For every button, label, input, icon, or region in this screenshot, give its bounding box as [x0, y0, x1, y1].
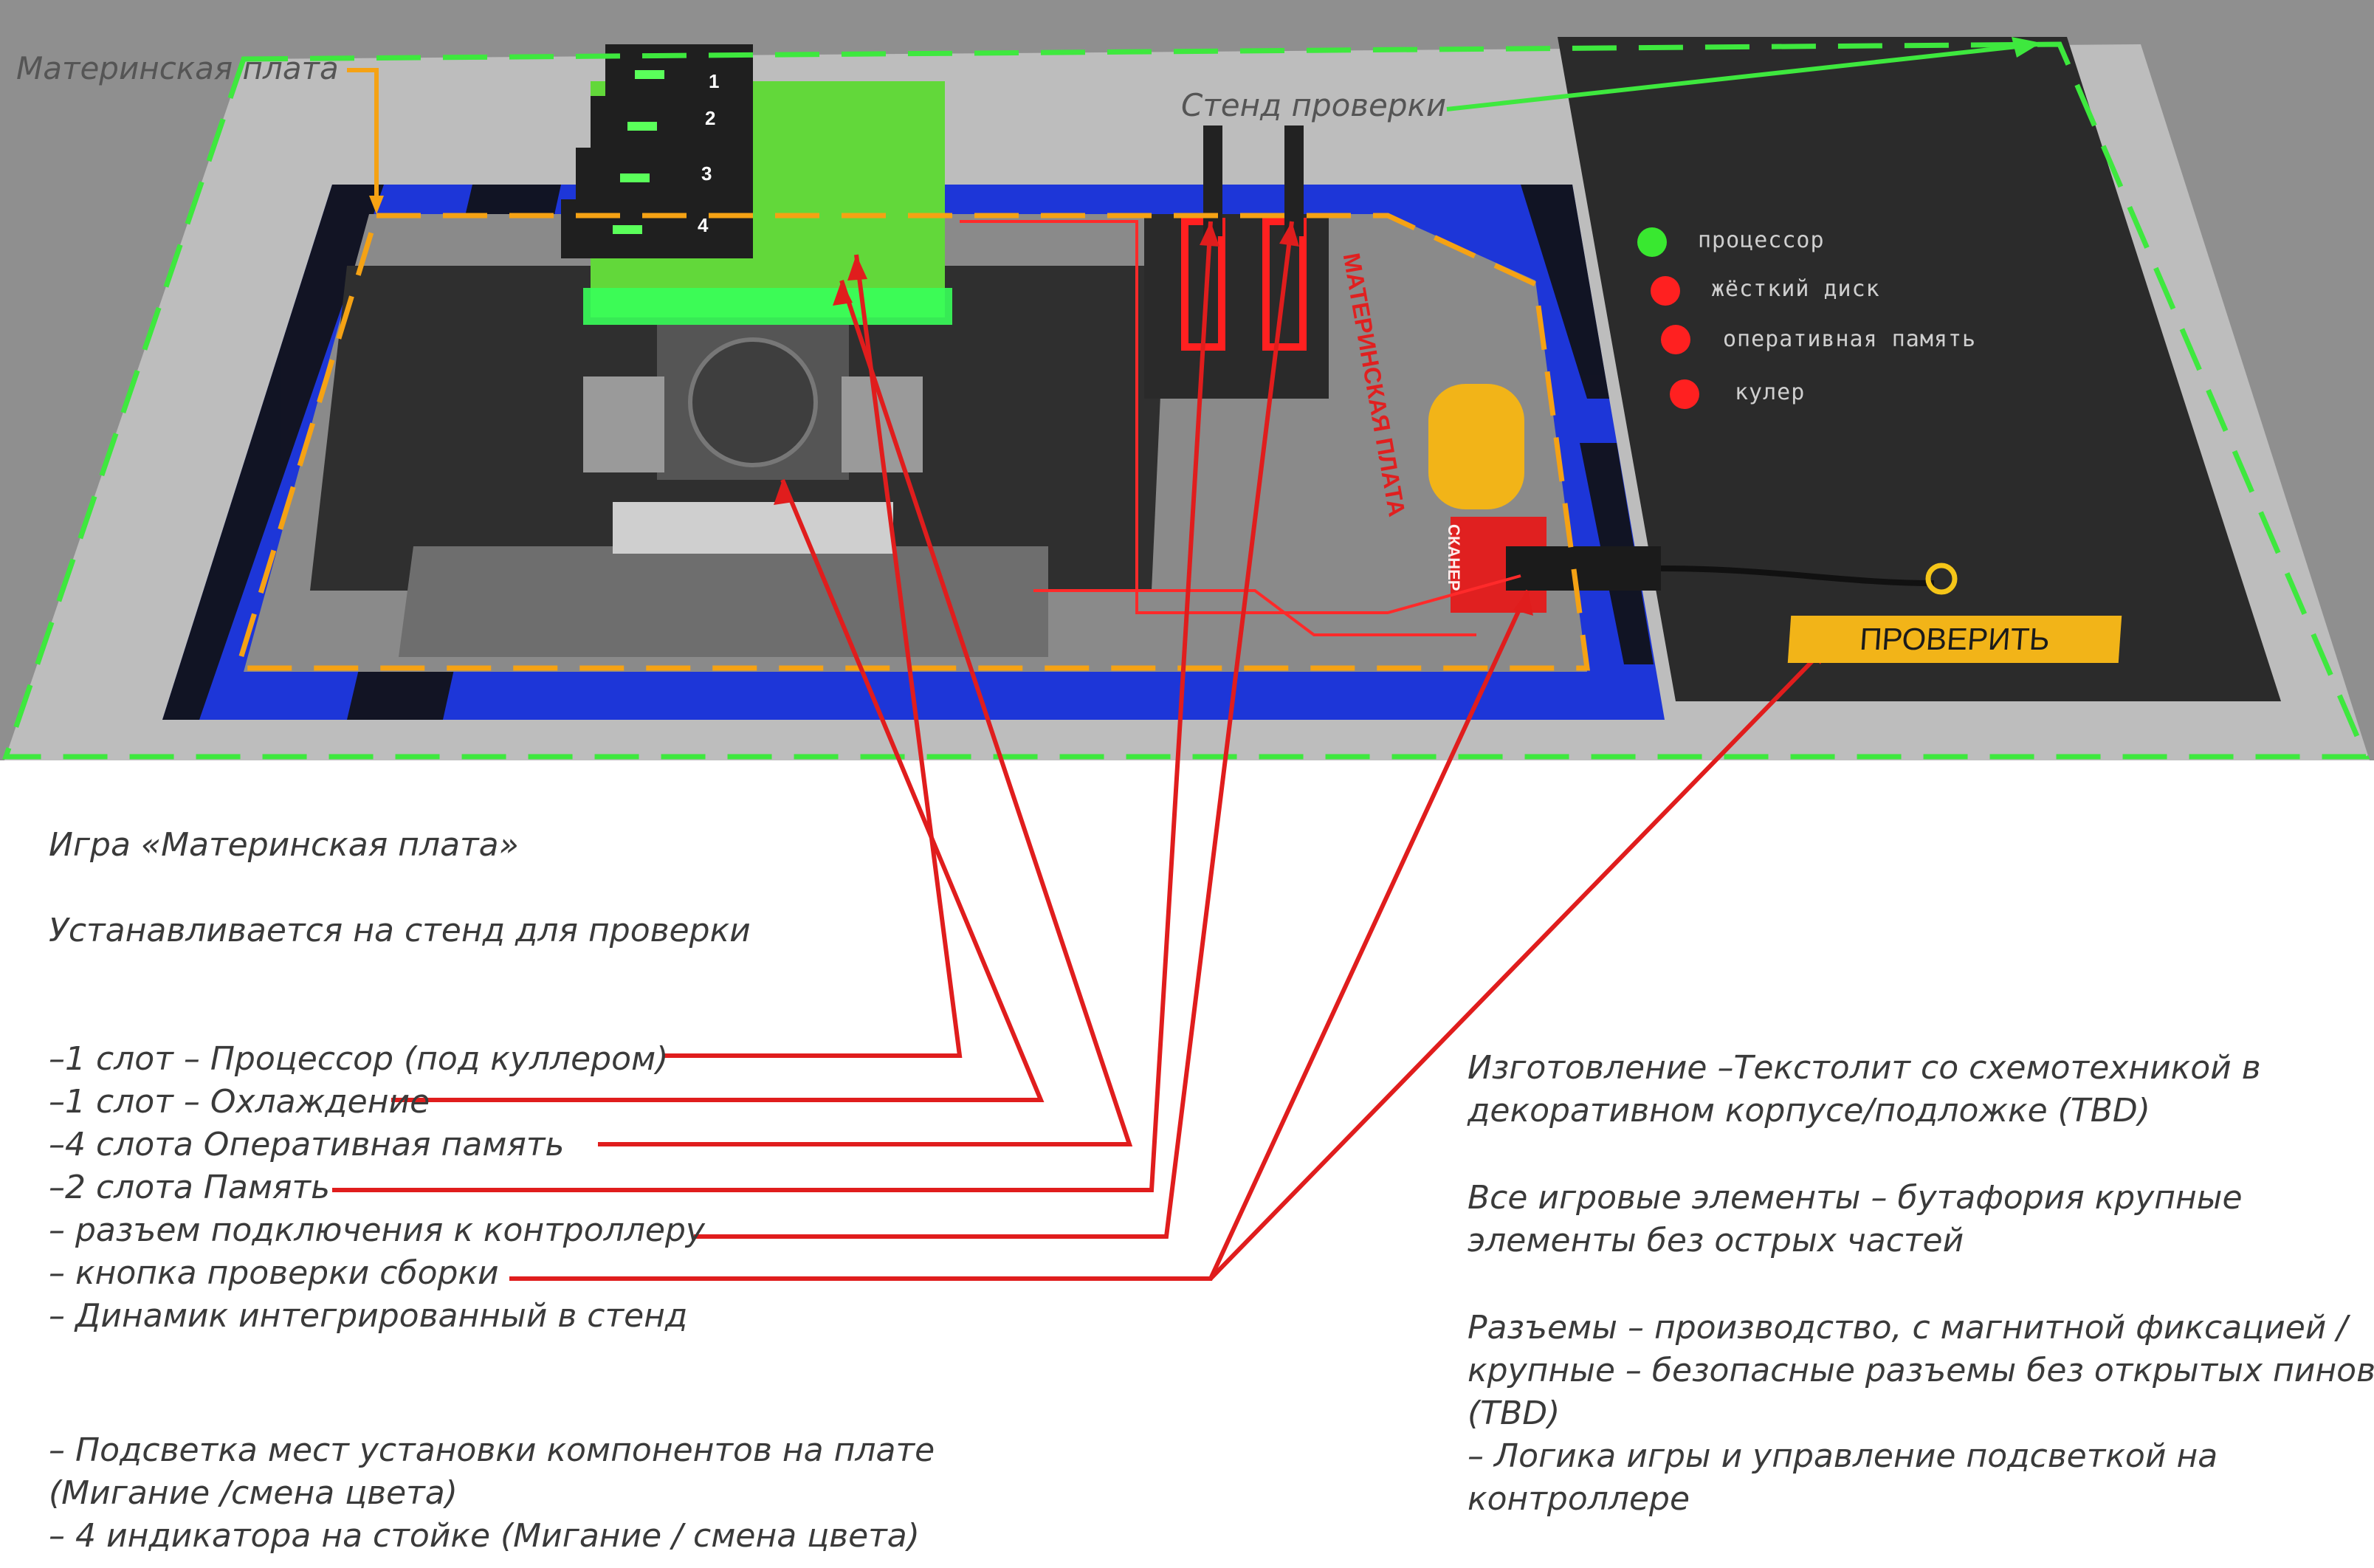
- indicator-label-hdd: жёсткий диск: [1711, 276, 1880, 302]
- note-line: элементы без острых частей: [1468, 1222, 1964, 1259]
- note-line: Все игровые элементы – бутафория крупные: [1468, 1179, 2243, 1217]
- note-line: (TBD): [1468, 1395, 1561, 1432]
- indicator-label-ram: оперативная память: [1723, 326, 1977, 352]
- controller-connector[interactable]: [1506, 546, 1661, 591]
- note-line: Разъемы – производство, с магнитной фикс…: [1468, 1309, 2348, 1347]
- feature-item: – кнопка проверки сборки: [49, 1254, 499, 1292]
- note-line: Изготовление –Текстолит со схемотехникой…: [1468, 1049, 2261, 1087]
- speaker-pad: [1428, 384, 1524, 509]
- note-line: контроллере: [1468, 1480, 1690, 1518]
- stand-outline: [2, 41, 2370, 760]
- test-stand-label: Стенд проверки: [1181, 87, 1447, 123]
- indicator-led-hdd: [1651, 276, 1680, 306]
- lighting-item: – 4 индикатора на стойке (Мигание / смен…: [49, 1517, 920, 1555]
- feature-item: – разъем подключения к контроллеру: [49, 1211, 705, 1249]
- check-assembly-button[interactable]: ПРОВЕРИТЬ: [1787, 616, 2122, 663]
- lighting-item: (Мигание /смена цвета): [49, 1474, 458, 1512]
- feature-item: –2 слота Память: [49, 1169, 331, 1206]
- indicator-label-cpu: процессор: [1698, 227, 1825, 253]
- stand-leader: [1446, 42, 2038, 111]
- indicator-label-cooler: кулер: [1735, 379, 1806, 405]
- slot-number-4: 4: [698, 214, 709, 236]
- slot-number-3: 3: [701, 162, 712, 185]
- motherboard-label: Материнская плата: [16, 50, 339, 86]
- pointer-lines: [332, 221, 1833, 1281]
- indicator-led-ram: [1661, 325, 1690, 354]
- note-line: декоративном корпусе/подложке (TBD): [1468, 1092, 2150, 1129]
- description-title: Игра «Материнская плата»: [49, 826, 519, 864]
- indicator-led-cooler: [1670, 379, 1699, 409]
- slot-number-2: 2: [705, 107, 716, 129]
- lighting-item: – Подсветка мест установки компонентов н…: [49, 1431, 935, 1469]
- indicator-led-cpu: [1637, 227, 1667, 257]
- control-panel: [1558, 37, 2281, 701]
- motherboard-leader: [347, 68, 379, 199]
- slot-number-1: 1: [709, 70, 720, 92]
- cpu-clamp: [613, 502, 893, 554]
- motherboard-outline: [234, 213, 1591, 671]
- feature-item: –1 слот – Охлаждение: [49, 1083, 430, 1121]
- heatsink-left: [583, 376, 664, 472]
- scanner-label: СКАНЕР: [1445, 524, 1463, 591]
- note-line: крупные – безопасные разъемы без открыты…: [1468, 1352, 2374, 1389]
- feature-item: –4 слота Оперативная память: [49, 1126, 565, 1163]
- feature-item: –1 слот – Процессор (под куллером): [49, 1040, 669, 1078]
- feature-item: – Динамик интегрированный в стенд: [49, 1297, 688, 1335]
- description-subtitle: Устанавливается на стенд для проверки: [49, 912, 751, 949]
- note-line: – Логика игры и управление подсветкой на: [1468, 1437, 2218, 1475]
